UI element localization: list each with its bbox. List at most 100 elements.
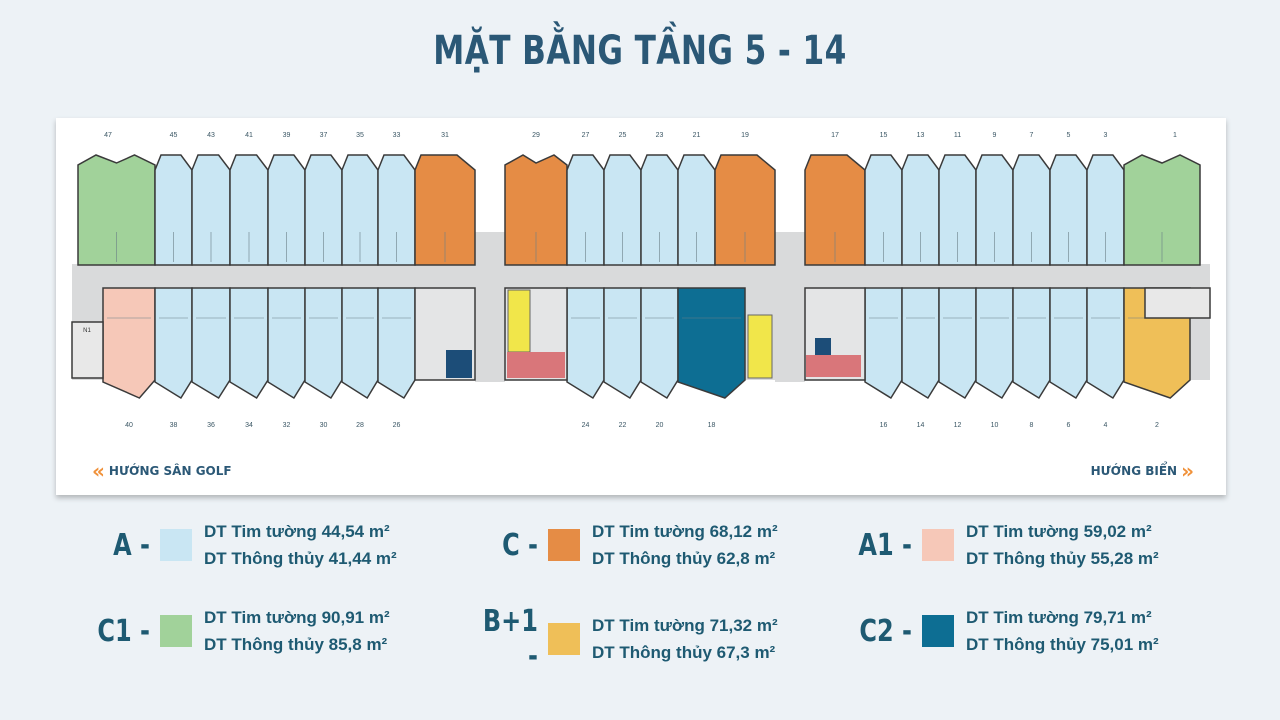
legend-area-wall: DT Tim tường 71,32 m² <box>592 616 778 635</box>
legend-area-clear: DT Thông thủy 62,8 m² <box>592 549 776 568</box>
unit-10 <box>975 287 1014 400</box>
legend-swatch <box>160 615 192 647</box>
direction-golf: « HƯỚNG SÂN GOLF <box>92 461 232 481</box>
unit-number-label: 3 <box>1104 132 1108 139</box>
legend-area-clear: DT Thông thủy 85,8 m² <box>204 635 388 654</box>
unit-28 <box>341 287 379 400</box>
unit-34 <box>229 287 269 400</box>
legend-code: C2 - <box>859 613 912 649</box>
unit-number-label: 35 <box>356 132 364 139</box>
service-room <box>507 352 565 378</box>
unit-number-label: 33 <box>393 132 401 139</box>
legend-swatch <box>548 529 580 561</box>
unit-number-label: 47 <box>104 132 112 139</box>
unit-number-label: 5 <box>1067 132 1071 139</box>
legend-item-bplus1: B+1 - DT Tim tường 71,32 m² DT Thông thủ… <box>450 604 778 674</box>
unit-20 <box>640 287 679 400</box>
unit-24 <box>566 287 605 400</box>
page-title: MẶT BẰNG TẦNG 5 - 14 <box>433 28 847 74</box>
unit-number-label: 15 <box>880 132 888 139</box>
unit-6 <box>1049 287 1088 400</box>
unit-number-label: 1 <box>1173 132 1177 139</box>
unit-number-label: 13 <box>917 132 925 139</box>
direction-golf-label: HƯỚNG SÂN GOLF <box>108 464 232 478</box>
unit-number-label: 36 <box>207 422 215 429</box>
unit-number-label: 37 <box>320 132 328 139</box>
direction-sea-label: HƯỚNG BIỂN <box>1090 464 1178 478</box>
unit-number-label: 17 <box>831 132 839 139</box>
unit-number-label: 12 <box>954 422 962 429</box>
legend-item-c1: C1 - DT Tim tường 90,91 m² DT Thông thủy… <box>70 604 390 658</box>
unit-number-label: 19 <box>741 132 749 139</box>
legend-code: B+1 - <box>482 604 538 674</box>
legend-item-a: A - DT Tim tường 44,54 m² DT Thông thủy … <box>70 518 397 572</box>
service-lift <box>815 338 831 355</box>
unit-1 <box>1123 154 1201 266</box>
service-room <box>806 355 861 377</box>
unit-number-label: 24 <box>582 422 590 429</box>
unit-number-label: 14 <box>917 422 925 429</box>
elevator-shaft <box>507 289 531 353</box>
legend-area-clear: DT Thông thủy 67,3 m² <box>592 643 776 662</box>
unit-number-label: 34 <box>245 422 253 429</box>
unit-number-label: 41 <box>245 132 253 139</box>
unit-16 <box>864 287 903 400</box>
legend-code: A - <box>113 527 150 563</box>
legend-item-a1: A1 - DT Tim tường 59,02 m² DT Thông thủy… <box>830 518 1159 572</box>
unit-4 <box>1086 287 1125 400</box>
unit-38 <box>154 287 193 400</box>
stair-n1 <box>71 321 104 379</box>
unit-40 <box>102 287 156 399</box>
unit-number-label: 39 <box>283 132 291 139</box>
elevator-shaft <box>747 314 773 379</box>
unit-number-label: 31 <box>441 132 449 139</box>
unit-number-label: 27 <box>582 132 590 139</box>
legend-swatch <box>922 615 954 647</box>
unit-number-label: 21 <box>693 132 701 139</box>
unit-12 <box>938 287 977 400</box>
corridor-link <box>475 232 505 382</box>
double-chevron-right-icon: » <box>1181 459 1194 483</box>
unit-number-label: 10 <box>991 422 999 429</box>
unit-number-label: 28 <box>356 422 364 429</box>
unit-number-label: 7 <box>1030 132 1034 139</box>
unit-22 <box>603 287 642 400</box>
unit-number-label: 26 <box>393 422 401 429</box>
unit-number-label: 32 <box>283 422 291 429</box>
unit-number-label: 40 <box>125 422 133 429</box>
legend-area-wall: DT Tim tường 59,02 m² <box>966 522 1152 541</box>
unit-36 <box>191 287 231 400</box>
legend-swatch <box>548 623 580 655</box>
legend-area-clear: DT Thông thủy 55,28 m² <box>966 549 1159 568</box>
legend-area-wall: DT Tim tường 79,71 m² <box>966 608 1152 627</box>
unit-number-label: 8 <box>1030 422 1034 429</box>
direction-sea: HƯỚNG BIỂN » <box>1090 459 1194 483</box>
unit-number-label: 45 <box>170 132 178 139</box>
unit-number-label: 9 <box>993 132 997 139</box>
legend-code: C - <box>502 527 538 563</box>
unit-8 <box>1012 287 1051 400</box>
unit-number-label: 30 <box>320 422 328 429</box>
unit-number-label: 43 <box>207 132 215 139</box>
unit-number-label: 38 <box>170 422 178 429</box>
legend-area-wall: DT Tim tường 90,91 m² <box>204 608 390 627</box>
unit-number-label: 29 <box>532 132 540 139</box>
unit-26 <box>377 287 416 400</box>
unit-number-label: 23 <box>656 132 664 139</box>
unit-30 <box>304 287 343 400</box>
legend-code: A1 - <box>858 527 912 563</box>
unit-number-label: 4 <box>1104 422 1108 429</box>
unit-number-label: 11 <box>954 132 961 139</box>
unit-number-label: 16 <box>880 422 888 429</box>
stair-east <box>1144 287 1211 319</box>
service-lift <box>446 350 472 378</box>
unit-19 <box>714 154 776 266</box>
legend-area-wall: DT Tim tường 68,12 m² <box>592 522 778 541</box>
legend-area-clear: DT Thông thủy 75,01 m² <box>966 635 1159 654</box>
legend-area-wall: DT Tim tường 44,54 m² <box>204 522 390 541</box>
unit-number-label: 22 <box>619 422 627 429</box>
unit-number-label: 25 <box>619 132 627 139</box>
unit-18 <box>677 287 746 399</box>
legend-item-c: C - DT Tim tường 68,12 m² DT Thông thủy … <box>450 518 778 572</box>
